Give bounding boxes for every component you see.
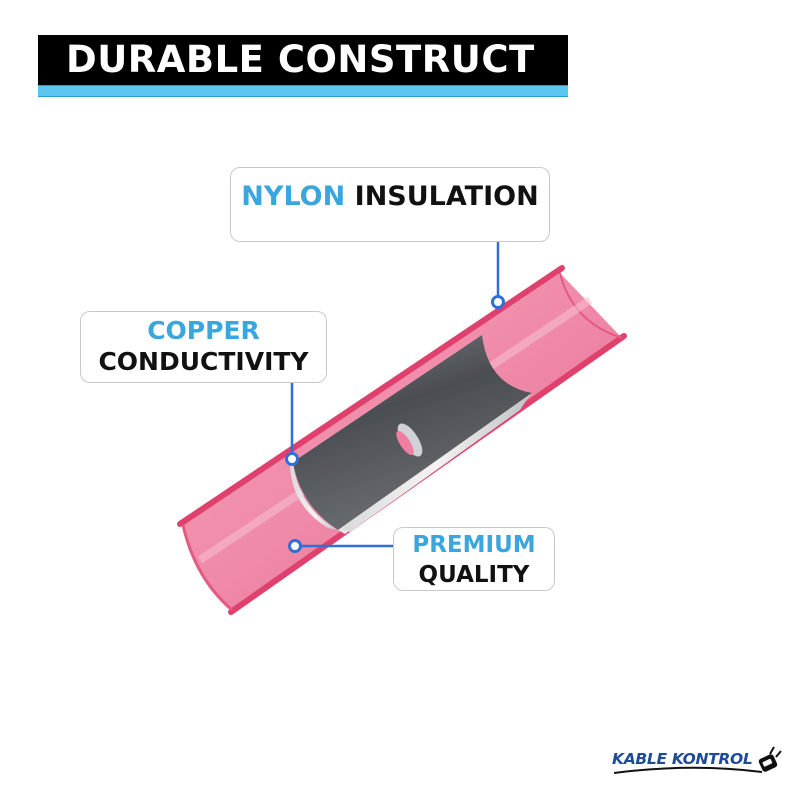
page-title: DURABLE CONSTRUCT	[66, 38, 535, 81]
callout-text: INSULATION	[354, 181, 539, 212]
leader-dot-copper	[285, 452, 299, 466]
callout-text: QUALITY	[418, 562, 530, 588]
leader-dot-premium	[288, 539, 302, 553]
brand-name: KABLE KONTROL	[612, 750, 753, 768]
callout-accent: PREMIUM	[412, 532, 536, 558]
brand-logo: KABLE KONTROL	[612, 746, 782, 782]
callout-premium-quality: PREMIUM QUALITY	[393, 527, 555, 591]
header-accent-stripe	[38, 85, 568, 97]
callout-accent: NYLON	[241, 181, 346, 212]
leader-dot-nylon	[491, 295, 505, 309]
callout-text: CONDUCTIVITY	[98, 347, 309, 376]
header-banner	[38, 35, 568, 85]
copper-barrel	[290, 335, 532, 534]
callout-accent: COPPER	[147, 316, 260, 345]
callout-nylon-insulation: NYLON INSULATION	[230, 167, 550, 242]
callout-copper-conductivity: COPPER CONDUCTIVITY	[80, 311, 327, 383]
plug-icon	[613, 746, 782, 774]
leader-lines	[290, 242, 500, 548]
